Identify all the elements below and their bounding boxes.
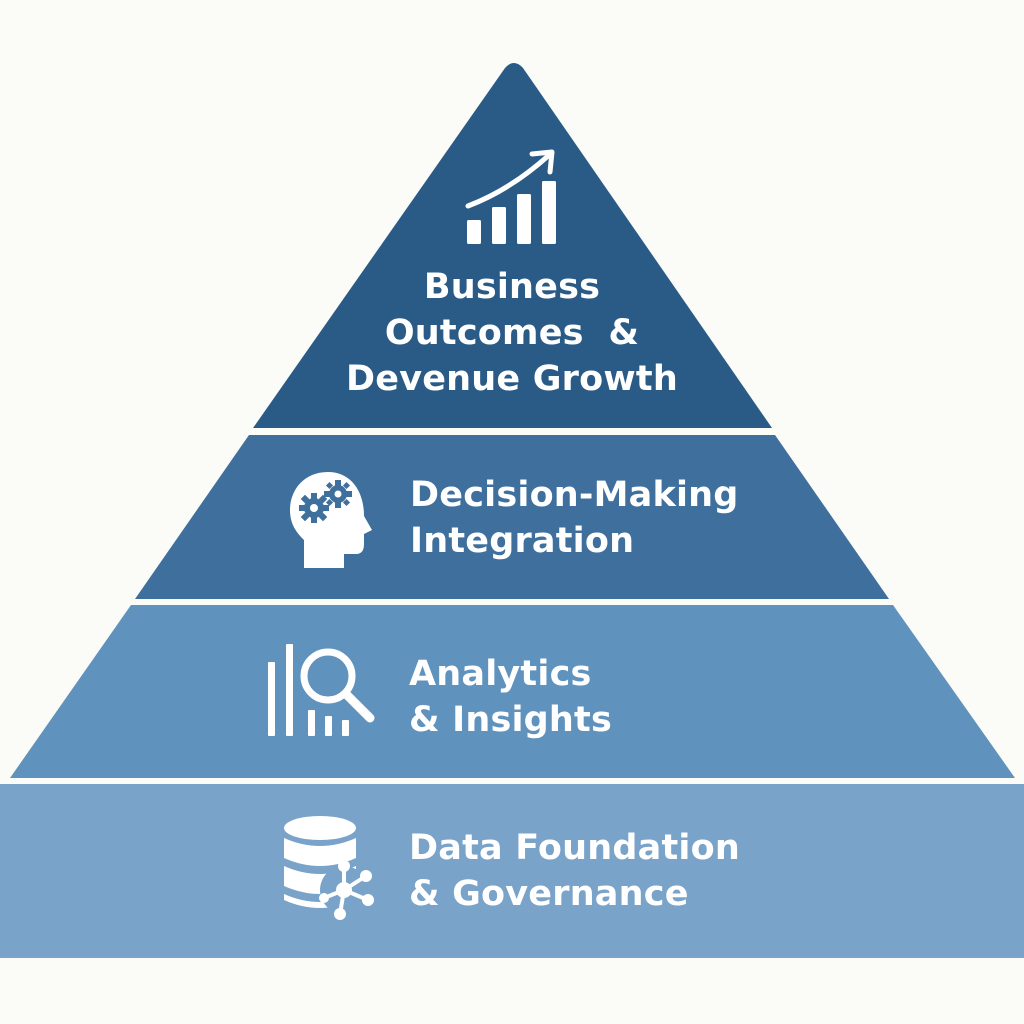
tier-analytics-shape bbox=[10, 605, 1015, 778]
tier-top-line-3: Devenue Growth bbox=[346, 359, 678, 399]
tier-decision-label: Decision-Making Integration bbox=[410, 472, 739, 564]
tier-top-label: Business Outcomes & Devenue Growth bbox=[312, 264, 712, 402]
tier-data-label: Data Foundation & Governance bbox=[409, 825, 740, 917]
tier-top-shape bbox=[253, 63, 772, 428]
tier-data-line-2: & Governance bbox=[409, 874, 689, 914]
tier-data-line-1: Data Foundation bbox=[409, 828, 740, 868]
database-network-icon bbox=[284, 816, 374, 920]
tier-data-shape bbox=[0, 784, 1024, 958]
tier-top-line-1: Business bbox=[423, 267, 601, 307]
analytics-magnifier-icon bbox=[268, 644, 375, 736]
tier-decision-line-2: Integration bbox=[410, 521, 635, 561]
tier-analytics-line-2: & Insights bbox=[409, 700, 613, 740]
head-gears-icon bbox=[290, 472, 372, 568]
tier-analytics-label: Analytics & Insights bbox=[409, 651, 612, 743]
tier-analytics-line-1: Analytics bbox=[409, 654, 592, 694]
tier-decision-line-1: Decision-Making bbox=[410, 475, 739, 515]
tier-top-line-2: Outcomes & bbox=[384, 313, 640, 353]
growth-chart-icon bbox=[465, 149, 556, 244]
